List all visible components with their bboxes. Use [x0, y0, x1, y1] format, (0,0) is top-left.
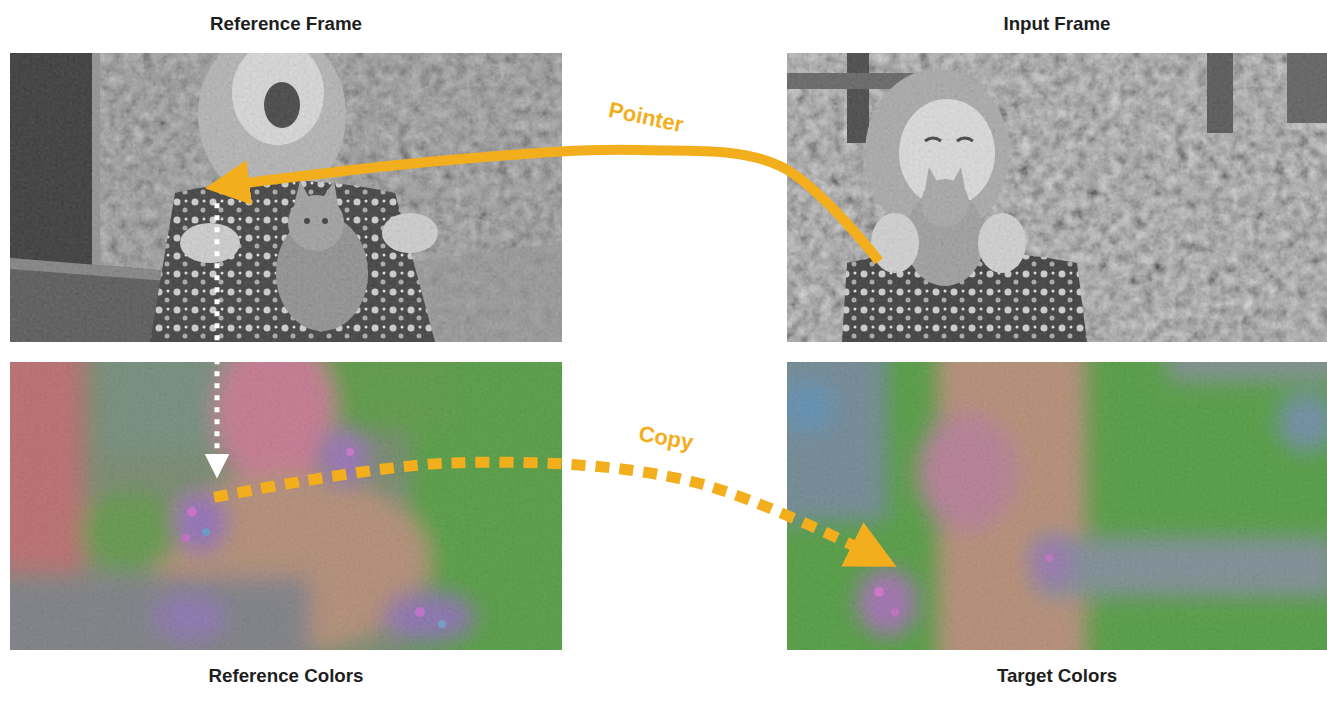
reference-photo — [10, 53, 562, 342]
panel-heading: Reference Colors — [10, 664, 562, 688]
image-panel: Reference Frame — [10, 8, 562, 342]
input-photo — [787, 53, 1327, 342]
lookup-arrow — [215, 203, 220, 468]
reference-color-map — [10, 362, 562, 650]
panel-heading: Reference Frame — [10, 12, 562, 36]
arrow-label: Pointer — [603, 96, 688, 138]
image-panel: Reference Colors — [10, 362, 562, 694]
arrow-label: Copy — [634, 420, 699, 456]
panel-heading: Target Colors — [787, 664, 1327, 688]
panel-heading: Input Frame — [787, 12, 1327, 36]
image-panel: Target Colors — [787, 362, 1327, 694]
copy-arrow — [214, 462, 879, 558]
target-color-map — [787, 362, 1327, 650]
pointer-arrow — [223, 150, 879, 261]
image-panel: Input Frame — [787, 8, 1327, 342]
